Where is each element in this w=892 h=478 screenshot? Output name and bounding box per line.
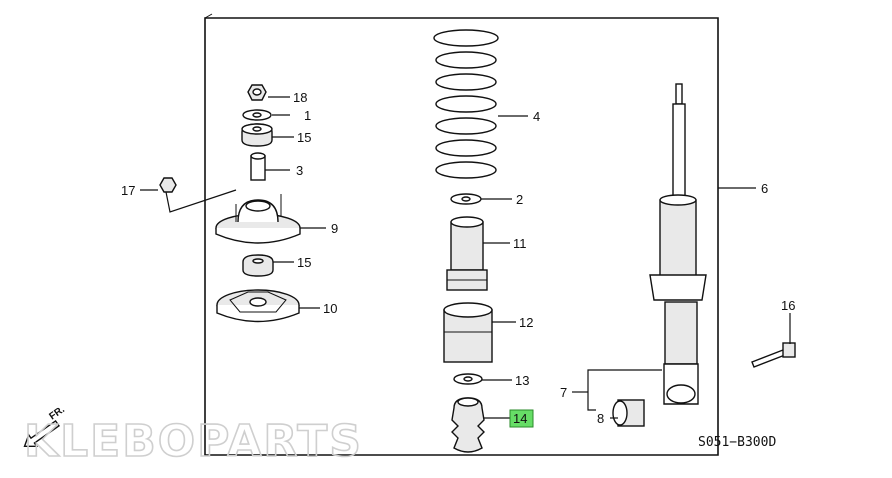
callout-13[interactable]: 13 bbox=[515, 373, 529, 388]
watermark: KLEBOPARTS bbox=[24, 416, 363, 467]
mount-rubber-part[interactable] bbox=[216, 289, 300, 323]
flange-nut-part[interactable] bbox=[159, 177, 177, 193]
diagram-code: S051−B300D bbox=[698, 435, 776, 450]
callout-11[interactable]: 11 bbox=[513, 236, 527, 251]
callout-3[interactable]: 3 bbox=[296, 163, 303, 178]
diagram-frame bbox=[204, 17, 719, 456]
callout-17[interactable]: 17 bbox=[121, 183, 135, 198]
callout-9[interactable]: 9 bbox=[331, 221, 338, 236]
lower-bushing-part[interactable] bbox=[242, 254, 274, 277]
front-direction-arrow-icon bbox=[23, 419, 60, 448]
callout-12[interactable]: 12 bbox=[519, 315, 533, 330]
callout-14[interactable]: 14 bbox=[513, 411, 527, 426]
shock-absorber-part[interactable] bbox=[649, 83, 707, 405]
collar-part[interactable] bbox=[250, 152, 266, 181]
callout-16[interactable]: 16 bbox=[781, 298, 795, 313]
callout-6[interactable]: 6 bbox=[761, 181, 768, 196]
callout-2[interactable]: 2 bbox=[516, 192, 523, 207]
callout-1[interactable]: 1 bbox=[304, 108, 311, 123]
lower-bushing-8-part[interactable] bbox=[612, 399, 645, 427]
bump-rubber-part[interactable] bbox=[451, 397, 485, 453]
callout-4[interactable]: 4 bbox=[533, 109, 540, 124]
spring-seat-part[interactable] bbox=[450, 193, 482, 205]
callout-15-lower[interactable]: 15 bbox=[297, 255, 311, 270]
coil-spring-part[interactable] bbox=[433, 29, 499, 179]
callout-8[interactable]: 8 bbox=[597, 411, 604, 426]
self-locking-nut-part[interactable] bbox=[247, 84, 267, 101]
callout-10[interactable]: 10 bbox=[323, 301, 337, 316]
stopper-plate-part[interactable] bbox=[453, 373, 483, 385]
upper-mount-plate-part[interactable] bbox=[215, 194, 301, 244]
callout-15-upper[interactable]: 15 bbox=[297, 130, 311, 145]
flange-bolt-part[interactable] bbox=[751, 342, 796, 368]
dust-cover-part[interactable] bbox=[446, 216, 488, 291]
callout-18[interactable]: 18 bbox=[293, 90, 307, 105]
bump-stop-part[interactable] bbox=[443, 302, 493, 363]
callout-7[interactable]: 7 bbox=[560, 385, 567, 400]
callout-14-highlight bbox=[509, 409, 534, 428]
upper-bushing-part[interactable] bbox=[241, 123, 273, 147]
washer-part[interactable] bbox=[242, 109, 272, 121]
